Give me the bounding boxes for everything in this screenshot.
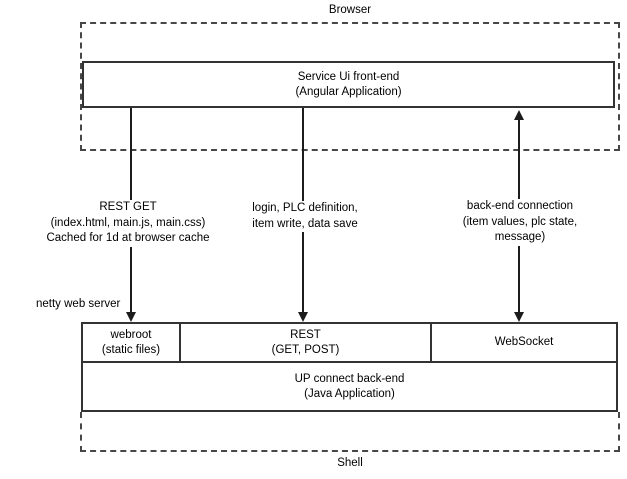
backend-label-line3: message) (494, 231, 546, 243)
up-connect-backend-area: UP connect back-end (Java Application) (83, 363, 616, 410)
api-label-line1: login, PLC definition, (252, 202, 358, 214)
websocket-cell: WebSocket (432, 324, 616, 361)
frontend-box-title: Service Ui front-end (297, 70, 400, 83)
webroot-cell-subtitle: (static files) (101, 343, 161, 356)
websocket-cell-title: WebSocket (494, 336, 554, 348)
shell-zone-boundary (80, 412, 620, 452)
backend-label-line2: (item values, plc state, (462, 215, 578, 228)
api-connection-label: login, PLC definition, item write, data … (230, 201, 380, 232)
backend-label-line1: back-end connection (466, 200, 574, 212)
rest-cell-title: REST (290, 328, 321, 341)
webroot-cell: webroot (static files) (83, 324, 181, 361)
api-arrow-down-icon (298, 312, 308, 322)
backend-connection-label: back-end connection (item values, plc st… (435, 199, 605, 246)
frontend-box-subtitle: (Angular Application) (295, 85, 402, 98)
browser-zone-boundary (80, 22, 620, 151)
rest-get-connection-label: REST GET (index.html, main.js, main.css)… (28, 200, 228, 247)
api-label-line2: item write, data save (252, 217, 358, 230)
backend-box: webroot (static files) REST (GET, POST) … (81, 322, 618, 412)
rest-cell: REST (GET, POST) (181, 324, 432, 361)
up-connect-title: UP connect back-end (294, 372, 405, 385)
websocket-arrow-up-icon (514, 110, 524, 120)
up-connect-subtitle: (Java Application) (304, 387, 395, 400)
shell-zone-label: Shell (337, 457, 363, 469)
rest-get-arrow-down-icon (126, 312, 136, 322)
rest-cell-subtitle: (GET, POST) (271, 343, 340, 356)
rest-get-label-line3: Cached for 1d at browser cache (46, 232, 210, 244)
webroot-cell-title: webroot (110, 328, 152, 341)
browser-zone-label: Browser (328, 4, 372, 16)
rest-get-label-line2: (index.html, main.js, main.css) (50, 216, 206, 229)
netty-web-server-label: netty web server (36, 298, 121, 310)
frontend-box: Service Ui front-end (Angular Applicatio… (82, 61, 615, 108)
rest-get-label-line1: REST GET (99, 201, 157, 213)
websocket-arrow-down-icon (514, 312, 524, 322)
backend-services-row: webroot (static files) REST (GET, POST) … (83, 324, 616, 363)
